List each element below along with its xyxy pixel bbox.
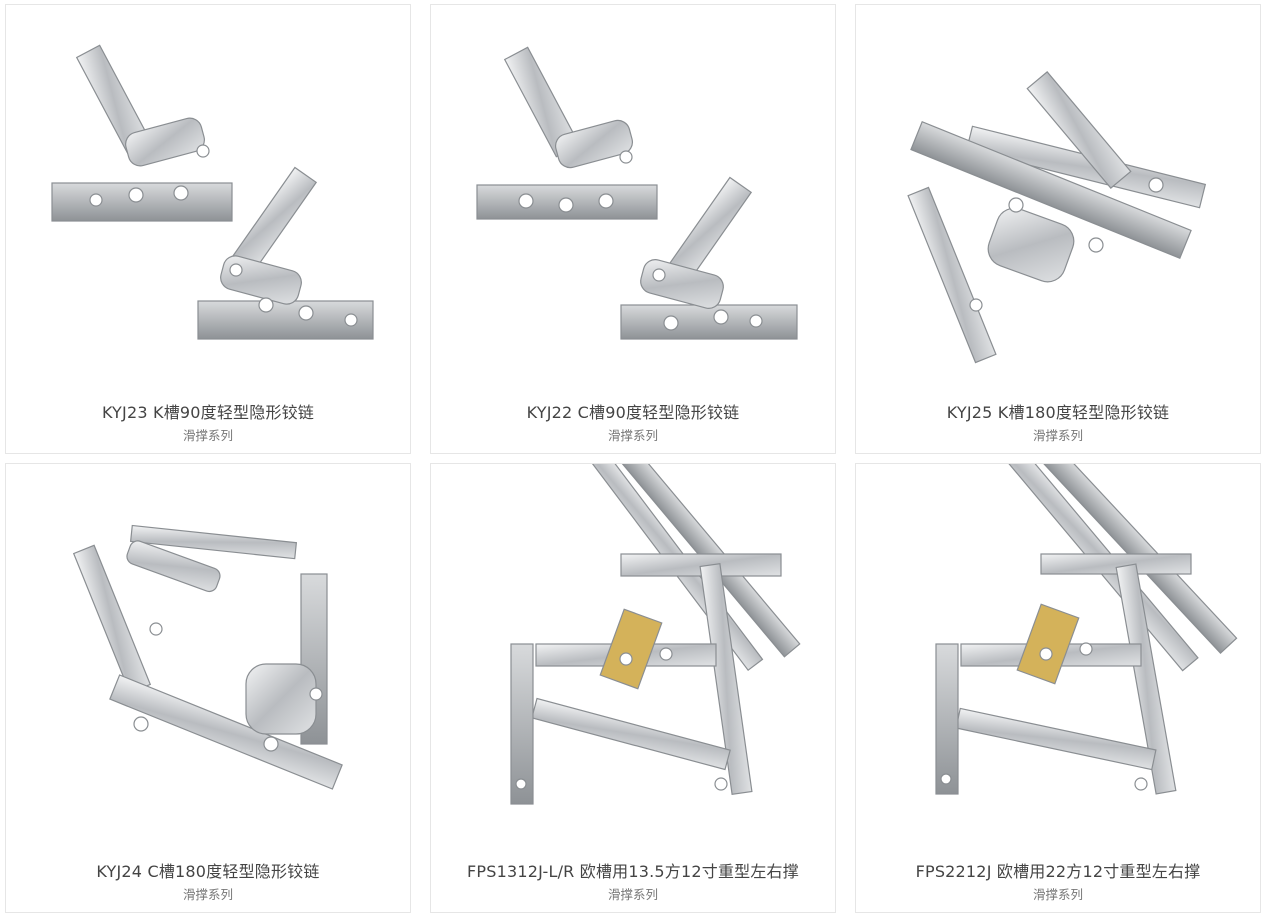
product-card-kyj23[interactable]: KYJ23 K槽90度轻型隐形铰链 滑撑系列 (5, 4, 411, 454)
product-title[interactable]: FPS1312J-L/R 欧槽用13.5方12寸重型左右撑 (467, 862, 799, 881)
product-card-kyj22[interactable]: KYJ22 C槽90度轻型隐形铰链 滑撑系列 (430, 4, 836, 454)
product-title[interactable]: KYJ25 K槽180度轻型隐形铰链 (946, 403, 1170, 422)
product-card-fps2212j[interactable]: FPS2212J 欧槽用22方12寸重型左右撑 滑撑系列 (855, 463, 1261, 913)
hinge-180-k-image[interactable] (856, 5, 1260, 385)
friction-stay-image[interactable] (856, 464, 1260, 844)
hinge-90-k-image[interactable] (6, 5, 410, 385)
friction-stay-image[interactable] (431, 464, 835, 844)
product-card-fps1312j[interactable]: FPS1312J-L/R 欧槽用13.5方12寸重型左右撑 滑撑系列 (430, 463, 836, 913)
product-category: 滑撑系列 (182, 887, 233, 902)
product-category: 滑撑系列 (607, 428, 658, 443)
product-title[interactable]: FPS2212J 欧槽用22方12寸重型左右撑 (915, 862, 1201, 881)
product-card-kyj25[interactable]: KYJ25 K槽180度轻型隐形铰链 滑撑系列 (855, 4, 1261, 454)
product-category: 滑撑系列 (182, 428, 233, 443)
product-title[interactable]: KYJ23 K槽90度轻型隐形铰链 (101, 403, 315, 422)
hinge-180-c-image[interactable] (6, 464, 410, 844)
product-title[interactable]: KYJ22 C槽90度轻型隐形铰链 (526, 403, 740, 422)
product-category: 滑撑系列 (607, 887, 658, 902)
product-card-kyj24[interactable]: KYJ24 C槽180度轻型隐形铰链 滑撑系列 (5, 463, 411, 913)
product-category: 滑撑系列 (1032, 428, 1083, 443)
hinge-90-c-image[interactable] (431, 5, 835, 385)
product-title[interactable]: KYJ24 C槽180度轻型隐形铰链 (96, 862, 320, 881)
product-category: 滑撑系列 (1032, 887, 1083, 902)
